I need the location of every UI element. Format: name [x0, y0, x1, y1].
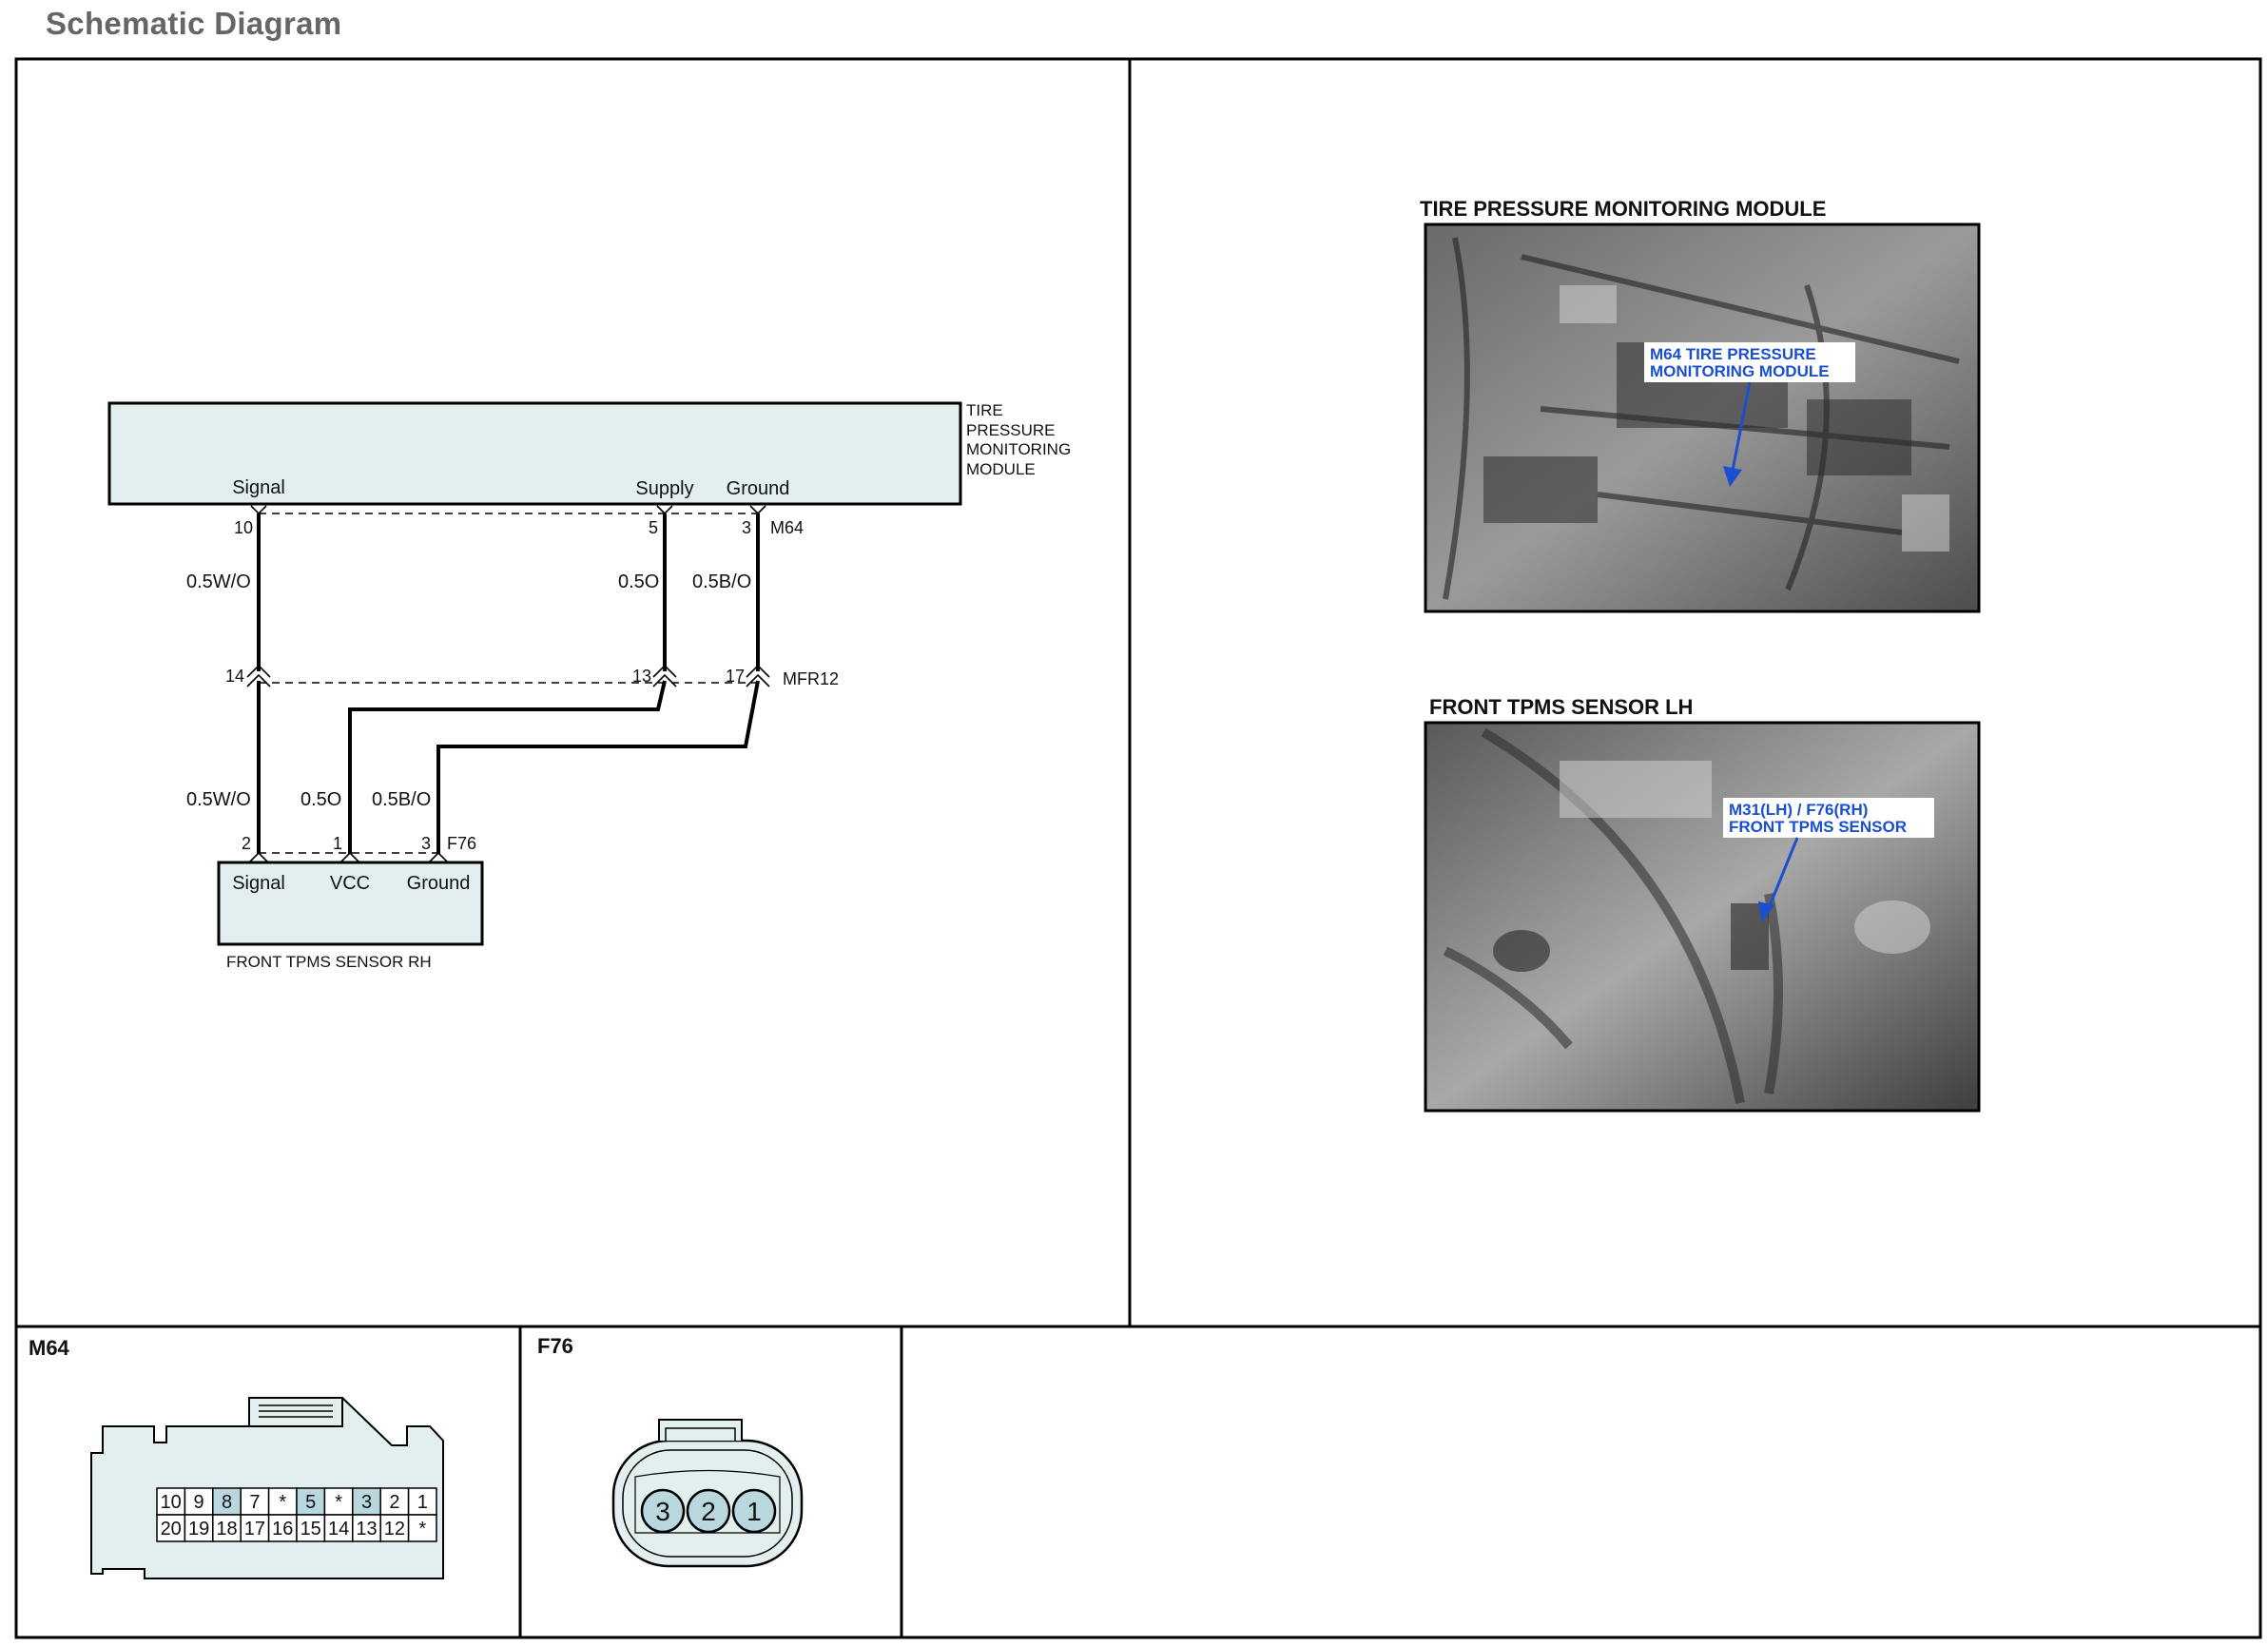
- m64-pin-cell: [407, 1487, 437, 1516]
- m64-pin-cell: [407, 1514, 437, 1542]
- f76-pin-number: 1: [746, 1497, 762, 1526]
- m64-pin-number: 3: [361, 1492, 372, 1513]
- module-pin-number: 3: [742, 518, 751, 537]
- photo-callout-line: M64 TIRE PRESSURE: [1650, 345, 1816, 363]
- m64-pin-cell: [296, 1487, 326, 1516]
- module-name-line: MONITORING: [966, 440, 1071, 458]
- m64-pin-cell: [352, 1487, 381, 1516]
- module-name-line: PRESSURE: [966, 421, 1056, 439]
- wire-color-label: 0.5W/O: [186, 571, 251, 592]
- sensor-connector-id: F76: [447, 834, 476, 853]
- m64-pin-cell: [296, 1514, 326, 1542]
- m64-pin-cell: [352, 1514, 381, 1542]
- m64-pin-number: 5: [305, 1492, 316, 1513]
- f76-pin-number: 2: [701, 1497, 716, 1526]
- photo-callout-line: M31(LH) / F76(RH): [1729, 801, 1868, 819]
- m64-pin-cell: [212, 1487, 242, 1516]
- tpms-module-photo: [1424, 223, 1981, 613]
- m64-pin-number: 13: [356, 1519, 377, 1539]
- tpms-sensor-box: [217, 861, 484, 946]
- m64-pin-number: 16: [272, 1519, 293, 1539]
- f76-connector-line: [248, 851, 449, 863]
- m64-latch-lines: [259, 1404, 333, 1418]
- mfr12-junction: [246, 664, 770, 687]
- wire-color-label: 0.5O: [300, 789, 341, 810]
- m64-pin-cell: [267, 1514, 298, 1542]
- f76-pin-number: 3: [655, 1497, 670, 1526]
- m64-pin-number: 18: [216, 1519, 237, 1539]
- tpms-sensor-photo: [1424, 721, 1981, 1113]
- sensor-pin-number: 2: [242, 834, 251, 853]
- m64-pin-cell: [240, 1487, 270, 1516]
- m64-pin-number: 9: [194, 1492, 204, 1513]
- tpms-module-box: [107, 401, 962, 506]
- wires: [257, 513, 760, 854]
- module-pin-number: 5: [649, 518, 658, 537]
- m64-pin-number: *: [279, 1492, 286, 1513]
- m64-pin-cell: [156, 1487, 186, 1516]
- m64-pin-number: 1: [417, 1492, 428, 1513]
- m64-pin-number: 15: [300, 1519, 321, 1539]
- f76-pin-circle: [731, 1488, 777, 1534]
- module-pin-label-signal: Signal: [232, 477, 285, 498]
- m64-connector-label: M64: [29, 1336, 70, 1360]
- m64-pin-cell: [212, 1514, 242, 1542]
- module-connector-id: M64: [770, 518, 804, 537]
- photo-callout-line: FRONT TPMS SENSOR: [1729, 818, 1907, 836]
- m64-pin-cell: [184, 1514, 214, 1542]
- page-title: Schematic Diagram: [46, 6, 342, 41]
- photo-caption: FRONT TPMS SENSOR LH: [1429, 695, 1693, 719]
- module-pin-label-supply: Supply: [635, 478, 693, 499]
- sensor-pin-number: 1: [333, 834, 342, 853]
- junction-connector-id: MFR12: [783, 669, 839, 688]
- wire-color-label: 0.5B/O: [372, 789, 431, 810]
- m64-pin-cell: [267, 1487, 298, 1516]
- m64-pin-number: 17: [244, 1519, 265, 1539]
- wire-color-label: 0.5O: [618, 571, 659, 592]
- m64-pin-number: *: [335, 1492, 342, 1513]
- junction-pin-number: 17: [726, 667, 745, 686]
- photo-callout-line: MONITORING MODULE: [1650, 362, 1830, 380]
- m64-pin-cell: [379, 1514, 410, 1542]
- sensor-pin-label-ground: Ground: [407, 873, 471, 894]
- f76-connector-label: F76: [537, 1334, 573, 1358]
- junction-pin-number: 14: [225, 667, 244, 686]
- module-name-line: MODULE: [966, 460, 1036, 478]
- m64-pin-number: 7: [249, 1492, 260, 1513]
- m64-pin-number: 10: [161, 1492, 182, 1513]
- m64-pin-number: 19: [188, 1519, 209, 1539]
- m64-pin-number: 8: [222, 1492, 232, 1513]
- sensor-pin-label-signal: Signal: [232, 873, 285, 894]
- module-pin-label-ground: Ground: [727, 478, 790, 499]
- sensor-name: FRONT TPMS SENSOR RH: [226, 953, 432, 971]
- sensor-pin-label-vcc: VCC: [330, 873, 370, 894]
- f76-pin-row: 3 2 1: [640, 1488, 777, 1534]
- m64-pin-number: 12: [384, 1519, 405, 1539]
- frames: [14, 57, 2262, 1639]
- module-pin-number: 10: [234, 518, 253, 537]
- m64-pin-cell: [184, 1487, 214, 1516]
- m64-connector-line: [250, 505, 766, 515]
- wire-color-label: 0.5B/O: [692, 571, 751, 592]
- sensor-pin-number: 3: [421, 834, 431, 853]
- m64-pin-number: 2: [389, 1492, 399, 1513]
- f76-pin-circle: [686, 1488, 731, 1534]
- m64-pin-cell: [156, 1514, 186, 1542]
- module-name-line: TIRE: [966, 401, 1003, 419]
- wire-color-label: 0.5W/O: [186, 789, 251, 810]
- f76-pin-circle: [640, 1488, 686, 1534]
- m64-pin-number: 14: [328, 1519, 349, 1539]
- junction-pin-number: 13: [632, 667, 651, 686]
- m64-pin-number: *: [418, 1519, 426, 1539]
- m64-pin-number: 20: [161, 1519, 182, 1539]
- photo-caption: TIRE PRESSURE MONITORING MODULE: [1420, 197, 1826, 221]
